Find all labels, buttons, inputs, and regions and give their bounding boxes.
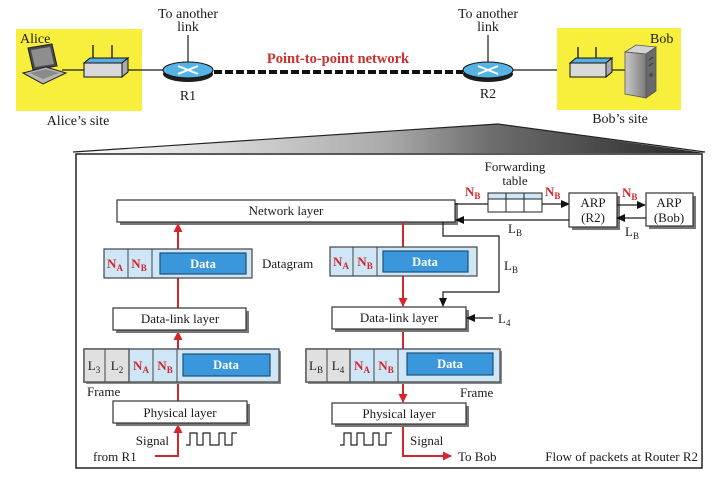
frame-data-field <box>182 353 271 377</box>
left-frame-label: Frame <box>87 384 120 399</box>
bob-site-label: Bob’s site <box>592 112 648 127</box>
nb-to-forwarding-label: NB <box>465 184 480 201</box>
lb-path-label: LB <box>504 258 518 275</box>
alice-site-label: Alice’s site <box>47 114 110 129</box>
l4-label: L4 <box>498 311 511 328</box>
right-physical-layer-box: Physical layer <box>331 402 469 427</box>
bob-label: Bob <box>650 32 673 47</box>
datagram-data-label: Data <box>412 255 438 269</box>
to-bob-label: To Bob <box>458 449 496 464</box>
arp-bob-label-line2: (Bob) <box>654 210 684 225</box>
datagram-na-field: NA <box>107 256 123 273</box>
frame-l2-field: L2 <box>111 358 123 375</box>
left-physical-layer-label: Physical layer <box>143 405 217 420</box>
network-layer-box: Network layer <box>116 199 458 225</box>
left-datalink-layer-label: Data-link layer <box>141 311 220 326</box>
signal-out-label: Signal <box>410 433 444 448</box>
r1-another-link-line2: link <box>177 20 199 35</box>
datagram-label: Datagram <box>262 256 313 271</box>
bob-site: Bob Bob’s site <box>557 28 681 127</box>
lb-to-datalink-arrow <box>439 222 500 307</box>
r1-another-link-line1: To another <box>158 7 218 22</box>
outgoing-frame: LB L4 NA NB Data <box>305 348 502 384</box>
diagram-caption: Flow of packets at Router R2 <box>545 449 698 464</box>
arp-r2-box: ARP (R2) <box>568 192 620 230</box>
datagram-data-field <box>382 250 469 273</box>
laptop-icon <box>21 43 68 85</box>
r2-another-link-line1: To another <box>458 7 518 22</box>
frame-nb-field: NB <box>378 358 393 375</box>
lb-to-network-label: LB <box>508 221 522 238</box>
router-icon <box>162 61 214 82</box>
datagram-nb-field: NB <box>357 254 372 271</box>
nb-to-arp-label: NB <box>545 184 560 201</box>
arp-bob-box: ARP (Bob) <box>645 192 696 229</box>
nb-to-arp-bob-label: NB <box>622 185 637 202</box>
point-to-point-network-title: Point-to-point network <box>267 51 410 67</box>
signal-in-label: Signal <box>136 433 170 448</box>
network-layer-label: Network layer <box>249 203 324 218</box>
left-datalink-layer-box: Data-link layer <box>112 307 249 333</box>
lb-from-arp-bob-label: LB <box>625 224 639 241</box>
wireless-access-point-icon <box>568 47 614 79</box>
forwarding-table-label-line2: table <box>502 173 527 188</box>
right-frame-label: Frame <box>460 385 493 400</box>
r2-another-link-line2: link <box>477 20 499 35</box>
incoming-frame: L3 L2 NA NB Data <box>83 348 281 384</box>
datagram-data-field <box>159 252 247 275</box>
datagram-nb-field: NB <box>131 256 146 273</box>
datagram-data-label: Data <box>190 257 216 271</box>
from-r1-label: from R1 <box>93 449 137 464</box>
incoming-datagram: NA NB Data <box>103 248 253 279</box>
forwarding-table-label-line1: Forwarding <box>485 159 546 174</box>
wireless-access-point-icon <box>82 45 130 79</box>
frame-l3-field: L3 <box>88 358 101 375</box>
signal-waveform-icon <box>340 432 392 446</box>
datagram-na-field: NA <box>333 254 349 271</box>
frame-nb-field: NB <box>157 358 172 375</box>
right-datalink-layer-label: Data-link layer <box>360 310 439 325</box>
signal-out-arrow <box>402 424 452 461</box>
router-icon <box>462 61 514 82</box>
arp-r2-label-line2: (R2) <box>581 210 605 225</box>
alice-label: Alice <box>20 32 50 47</box>
forwarding-table: Forwarding table <box>485 159 546 213</box>
frame-na-field: NA <box>133 358 149 375</box>
router-r1: To another link R1 <box>158 7 218 104</box>
frame-data-label: Data <box>437 357 463 371</box>
zoom-wedge-edge <box>72 123 706 153</box>
left-physical-layer-box: Physical layer <box>112 400 250 426</box>
right-datalink-layer-box: Data-link layer <box>331 306 469 332</box>
arp-bob-label-line1: ARP <box>656 195 681 210</box>
frame-na-field: NA <box>354 358 370 375</box>
signal-waveform-icon <box>186 432 237 446</box>
zoom-wedge <box>73 124 705 153</box>
frame-data-label: Data <box>213 358 239 372</box>
frame-lb-field: LB <box>309 358 323 375</box>
r1-label: R1 <box>180 89 196 104</box>
router-r2: To another link R2 <box>458 7 518 102</box>
frame-l4-field: L4 <box>332 358 345 375</box>
alice-site: Alice Alice’s site <box>16 29 142 129</box>
server-icon <box>623 44 658 99</box>
arp-r2-label-line1: ARP <box>580 195 605 210</box>
frame-data-field <box>406 352 494 376</box>
right-physical-layer-label: Physical layer <box>362 406 436 421</box>
signal-in-arrow <box>155 424 183 457</box>
outgoing-datagram: NA NB Data <box>329 246 478 277</box>
r2-label: R2 <box>480 87 496 102</box>
